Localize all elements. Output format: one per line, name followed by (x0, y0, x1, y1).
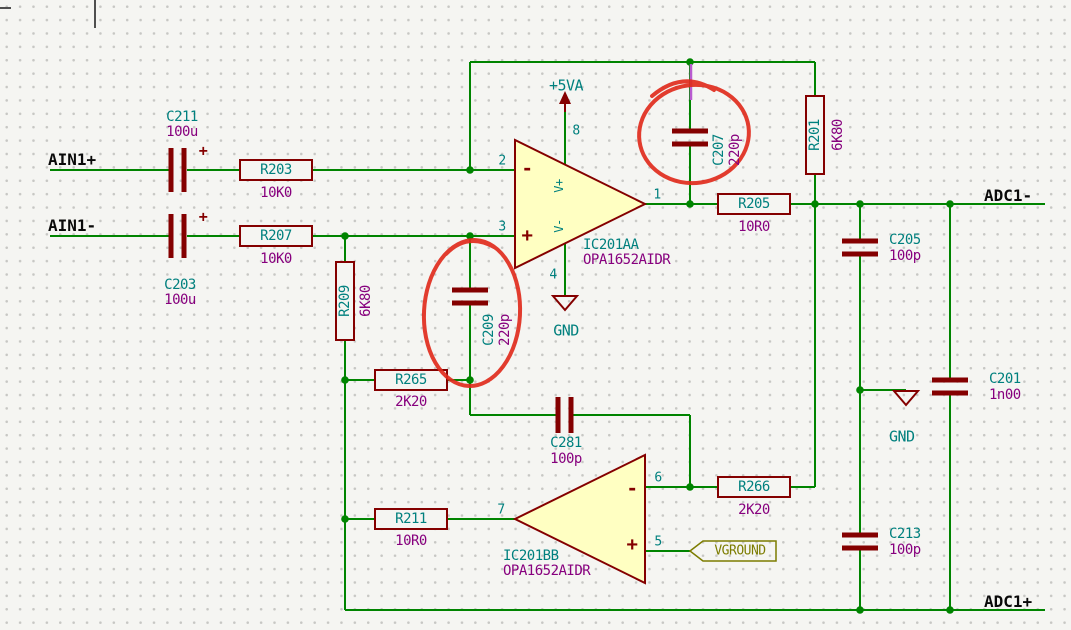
resistor-r203-body[interactable] (239, 159, 313, 181)
ref-label-r265[interactable]: R265 (395, 372, 427, 388)
opamp-a-body[interactable] (514, 138, 648, 270)
resistor-r201-body[interactable] (805, 95, 825, 175)
value-label-r201[interactable]: 6K80 (830, 119, 846, 151)
pin-number-7: 7 (497, 502, 505, 518)
value-label-r266[interactable]: 2K20 (738, 502, 770, 518)
part-label-ic201bb[interactable]: OPA1652AIDR (503, 563, 591, 579)
global-label-vground[interactable]: VGROUND (714, 543, 766, 559)
resistor-r209-body[interactable] (335, 261, 355, 341)
capacitor-c207-symbol[interactable] (672, 128, 708, 147)
capacitor-c213-symbol[interactable] (842, 532, 878, 551)
ref-label-c205[interactable]: C205 (889, 232, 921, 248)
gnd-symbol-a[interactable] (550, 295, 580, 312)
capacitor-symbols (168, 128, 968, 551)
ref-label-r201[interactable]: R201 (807, 119, 823, 151)
ref-label-ic201bb[interactable]: IC201BB (503, 548, 559, 564)
value-label-r205[interactable]: 10R0 (738, 219, 770, 235)
value-label-r207[interactable]: 10K0 (260, 251, 292, 267)
resistor-r266-body[interactable] (717, 476, 791, 498)
polarity-mark-c211: + (198, 141, 208, 160)
ref-label-ic201aa[interactable]: IC201AA (583, 237, 639, 253)
ref-label-r205[interactable]: R205 (738, 196, 770, 212)
pin-number-1: 1 (653, 187, 661, 203)
capacitor-c281-symbol[interactable] (555, 397, 574, 433)
pin-number-5: 5 (654, 534, 662, 550)
value-label-c203[interactable]: 100u (164, 292, 196, 308)
ref-label-r209[interactable]: R209 (337, 285, 353, 317)
ref-label-r203[interactable]: R203 (260, 162, 292, 178)
net-label-ain1-minus[interactable]: AIN1- (48, 216, 97, 235)
resistor-r211-body[interactable] (374, 508, 448, 530)
ref-label-c209[interactable]: C209 (481, 314, 497, 346)
net-label-ain1-plus[interactable]: AIN1+ (48, 150, 97, 169)
value-label-c211[interactable]: 100u (166, 124, 198, 140)
resistor-bodies (239, 95, 825, 530)
ref-label-c281[interactable]: C281 (550, 435, 582, 451)
sheet-frame (0, 0, 96, 28)
ref-label-r266[interactable]: R266 (738, 479, 770, 495)
value-label-c209[interactable]: 220p (497, 314, 513, 346)
ref-label-c213[interactable]: C213 (889, 526, 921, 542)
opamp-a-noninverting-sign: + (521, 224, 533, 247)
value-label-r265[interactable]: 2K20 (395, 394, 427, 410)
gnd-label-right[interactable]: GND (889, 427, 915, 446)
annotation-circle-c207 (637, 82, 751, 186)
capacitor-c211-symbol[interactable] (168, 148, 187, 192)
pin-number-4: 4 (549, 267, 557, 283)
value-label-c207[interactable]: 220p (727, 134, 743, 166)
resistor-r207-body[interactable] (239, 225, 313, 247)
pin-number-2: 2 (498, 153, 506, 169)
net-label-adc1-plus[interactable]: ADC1+ (984, 592, 1033, 611)
ref-label-c203[interactable]: C203 (164, 277, 196, 293)
power-flag-5va[interactable] (559, 91, 571, 112)
opamp-b-body[interactable] (512, 453, 646, 585)
gnd-symbol-right[interactable] (891, 390, 921, 407)
ref-label-r211[interactable]: R211 (395, 511, 427, 527)
pin-number-6: 6 (654, 470, 662, 486)
opamp-b-noninverting-sign: + (626, 533, 638, 556)
part-label-ic201aa[interactable]: OPA1652AIDR (583, 252, 671, 268)
capacitor-c209-symbol[interactable] (452, 287, 488, 306)
annotation-circle-c209-overlap (444, 238, 496, 256)
ref-label-c211[interactable]: C211 (166, 109, 198, 125)
pin-name-vminus: V- (552, 219, 566, 233)
pin-name-vplus: V+ (552, 179, 566, 193)
value-label-r211[interactable]: 10R0 (395, 533, 427, 549)
ref-label-c201[interactable]: C201 (989, 371, 1021, 387)
value-label-c201[interactable]: 1n00 (989, 387, 1021, 403)
gnd-label-a[interactable]: GND (553, 321, 579, 340)
power-label-5va[interactable]: +5VA (548, 76, 584, 95)
polarity-mark-c203: + (198, 207, 208, 226)
capacitor-c201-symbol[interactable] (932, 377, 968, 396)
resistor-r205-body[interactable] (717, 193, 791, 215)
pin-number-3: 3 (498, 219, 506, 235)
resistor-r265-body[interactable] (374, 369, 448, 391)
annotation-circle-c207-overlap (650, 79, 716, 98)
value-label-c205[interactable]: 100p (889, 248, 921, 264)
global-label-vground-outline[interactable] (688, 540, 777, 562)
junction-dots (341, 58, 954, 614)
opamp-b-inverting-sign: - (626, 477, 638, 500)
capacitor-c205-symbol[interactable] (842, 238, 878, 257)
value-label-c213[interactable]: 100p (889, 542, 921, 558)
value-label-r203[interactable]: 10K0 (260, 185, 292, 201)
annotation-circles (421, 79, 751, 388)
value-label-c281[interactable]: 100p (550, 451, 582, 467)
pin-number-8: 8 (572, 123, 580, 139)
opamp-a-inverting-sign: - (521, 157, 533, 180)
value-label-r209[interactable]: 6K80 (358, 285, 374, 317)
ref-label-r207[interactable]: R207 (260, 228, 292, 244)
capacitor-c203-symbol[interactable] (168, 214, 187, 258)
net-label-adc1-minus[interactable]: ADC1- (984, 186, 1033, 205)
ref-label-c207[interactable]: C207 (711, 134, 727, 166)
